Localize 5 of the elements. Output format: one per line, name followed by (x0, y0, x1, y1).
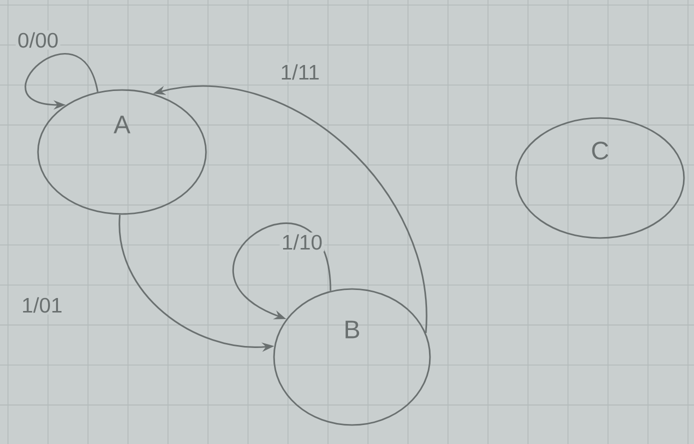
edge-label: 0/00 (16, 30, 60, 50)
edge-label: 1/11 (278, 62, 322, 82)
self-loop-arrow (232, 222, 332, 320)
edge-label: 1/10 (280, 232, 324, 252)
edge-label: 1/01 (20, 296, 64, 314)
